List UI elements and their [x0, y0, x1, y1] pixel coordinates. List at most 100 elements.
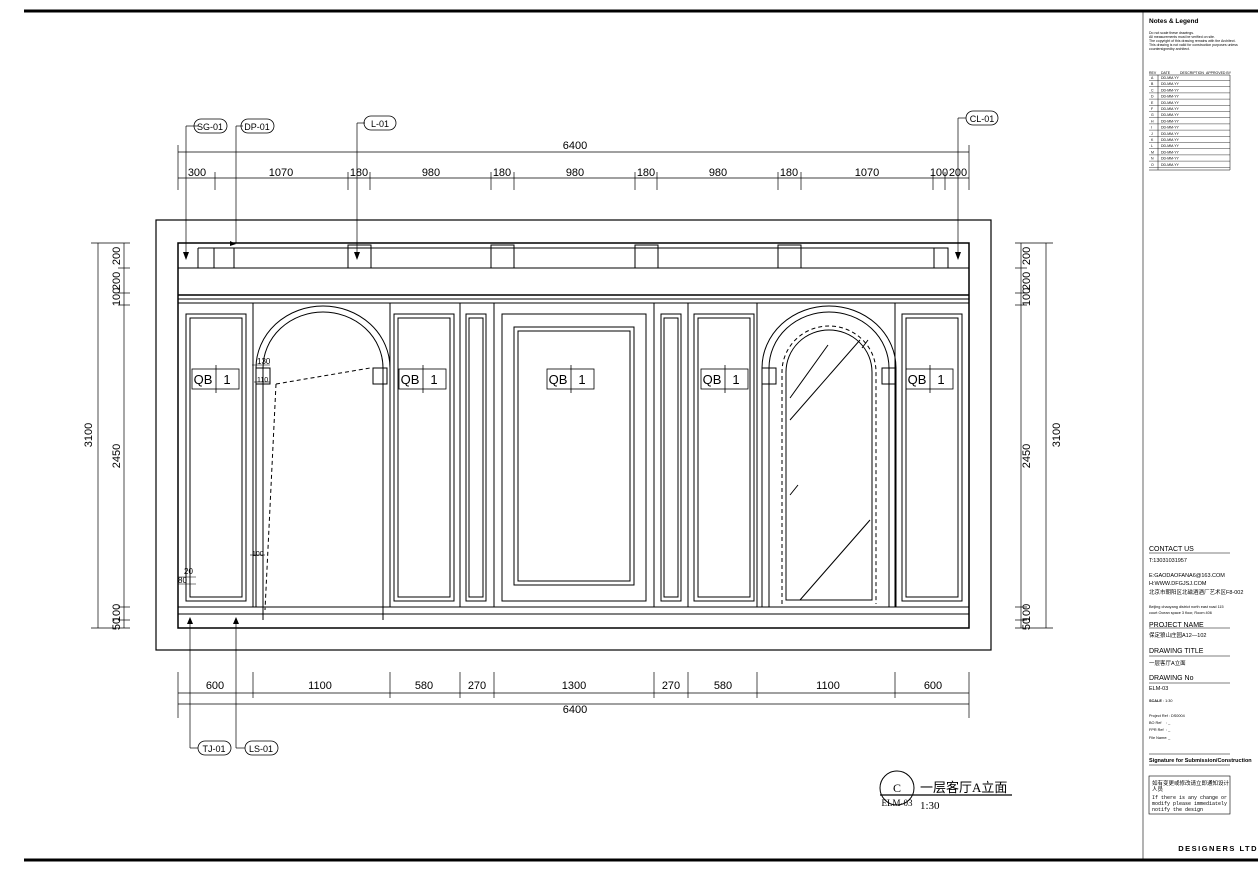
top-dimension-label: 980	[422, 167, 440, 179]
panel-strip-2	[660, 313, 682, 602]
panel-tag-number: 1	[578, 372, 585, 387]
bottom-dimension-label: 1300	[562, 680, 586, 692]
panel-tag-number: 1	[223, 372, 230, 387]
project-name-label: PROJECT NAME	[1149, 622, 1204, 629]
revision-row-date: DD-MM-YY	[1161, 163, 1180, 167]
scale-label: SCALE	[1149, 699, 1162, 703]
warning-en: If there is any change or	[1152, 795, 1227, 801]
drawing-no: ELM-03	[1149, 686, 1168, 692]
left-dimension-label: 100	[111, 604, 123, 622]
revision-row-date: DD-MM-YY	[1161, 119, 1180, 123]
top-dimension-label: 180	[637, 167, 655, 179]
revision-row-letter: D	[1151, 95, 1154, 99]
drawing-no-label: DRAWING No	[1149, 675, 1194, 682]
warning-en: notify the design	[1152, 807, 1203, 813]
callout-sg: SG-01	[197, 122, 223, 132]
revision-row-letter: M	[1151, 150, 1154, 154]
panel-3	[693, 313, 755, 602]
panel-tag-code: QB	[401, 372, 420, 387]
title-block-separators	[1148, 552, 1231, 815]
contact-phone: T:13031031957	[1149, 558, 1187, 564]
left-dimension-label: 200	[111, 247, 123, 265]
revision-row-date: DD-MM-YY	[1161, 150, 1180, 154]
top-dimension-label: 300	[188, 167, 206, 179]
drawing-title: 一层客厅A立面	[1149, 659, 1186, 667]
panel-tag-number: 1	[937, 372, 944, 387]
left-arch-doorway	[255, 305, 391, 620]
notes-line: The copyright of this drawing remains wi…	[1149, 39, 1236, 43]
file-name-label: File Name	[1149, 736, 1166, 740]
top-dimension-lines	[177, 145, 970, 190]
project-ref-label: Project Ref :	[1149, 714, 1170, 718]
revision-row-date: DD-MM-YY	[1161, 138, 1180, 142]
bottom-dimension-label: 580	[415, 680, 433, 692]
view-scale: 1:30	[920, 800, 940, 812]
left-dimension-lines	[91, 242, 130, 629]
right-dimension-label: 200	[1021, 247, 1033, 265]
bottom-overall-dimension: 6400	[563, 704, 587, 716]
top-overall-dimension: 6400	[563, 140, 587, 152]
right-dimension-label: 100	[1021, 604, 1033, 622]
callout-bubbles	[193, 110, 999, 756]
dim-130: 130	[257, 357, 271, 366]
dim-80: 80	[178, 576, 187, 585]
left-door-detail-dims	[178, 364, 270, 585]
dim-110: 110	[257, 377, 268, 384]
top-dimension-label: 1070	[855, 167, 879, 179]
project-name: 保定狼山庄园A12—102	[1149, 631, 1206, 639]
top-dimension-label: 180	[350, 167, 368, 179]
right-dimension-label: 100	[1021, 288, 1033, 306]
notes-line: All measurements must be verified on sit…	[1149, 35, 1215, 39]
left-dimension-label: 50	[111, 618, 123, 630]
rev-header-approved: APPROVED BY	[1206, 71, 1232, 75]
top-dimension-label: 200	[949, 167, 967, 179]
callout-dp: DP-01	[244, 122, 270, 132]
revision-row-letter: A	[1151, 76, 1154, 80]
panel-4	[901, 313, 963, 602]
revision-row-date: DD-MM-YY	[1161, 126, 1180, 130]
file-name: : _	[1166, 736, 1171, 740]
brand-name: DESIGNERS LTD	[1178, 844, 1258, 853]
contact-address-en: Beijing chaoyang district north east roa…	[1149, 605, 1224, 609]
left-dimension-label: 200	[111, 272, 123, 290]
drawing-title-label: DRAWING TITLE	[1149, 648, 1204, 655]
rev-header-rev: REV	[1149, 71, 1157, 75]
warning-cn: 如有变更或修改请立即通知设计	[1152, 779, 1230, 787]
right-dimension-label: 2450	[1021, 444, 1033, 468]
revision-row-date: DD-MM-YY	[1161, 101, 1180, 105]
callout-l: L-01	[371, 119, 389, 129]
revision-row-letter: N	[1151, 157, 1154, 161]
right-arch-mirror	[761, 305, 897, 607]
callout-tj: TJ-01	[202, 744, 225, 754]
revision-row-date: DD-MM-YY	[1161, 132, 1180, 136]
outer-frame	[155, 219, 992, 651]
revision-row-date: DD-MM-YY	[1161, 107, 1180, 111]
right-dimension-lines	[1015, 242, 1053, 629]
notes-line: This drawing is not valid for constructi…	[1149, 43, 1238, 47]
revision-row-letter: B	[1151, 82, 1154, 86]
revision-row-date: DD-MM-YY	[1161, 82, 1180, 86]
panel-1	[185, 313, 247, 602]
rev-header-desc: DESCRIPTION	[1180, 71, 1204, 75]
right-dimension-label: 200	[1021, 272, 1033, 290]
revision-row-letter: H	[1151, 119, 1154, 123]
left-overall-dimension: 3100	[83, 423, 95, 447]
revision-row-letter: J	[1151, 132, 1153, 136]
revision-row-date: DD-MM-YY	[1161, 157, 1180, 161]
revision-row-date: DD-MM-YY	[1161, 95, 1180, 99]
dim-100: 100	[252, 551, 264, 558]
notes-line: countersignedby architect.	[1149, 47, 1190, 51]
contact-email: E:GAODAOFANA6@163.COM	[1149, 573, 1225, 579]
revision-table	[1149, 74, 1231, 171]
view-letter: C	[893, 781, 901, 795]
panel-tag-code: QB	[549, 372, 568, 387]
ceiling-band	[178, 244, 969, 269]
contact-heading: CONTACT US	[1149, 546, 1194, 553]
bottom-dimension-label: 1100	[816, 680, 840, 692]
notes-heading: Notes & Legend	[1149, 18, 1199, 25]
bottom-dimension-label: 600	[924, 680, 942, 692]
